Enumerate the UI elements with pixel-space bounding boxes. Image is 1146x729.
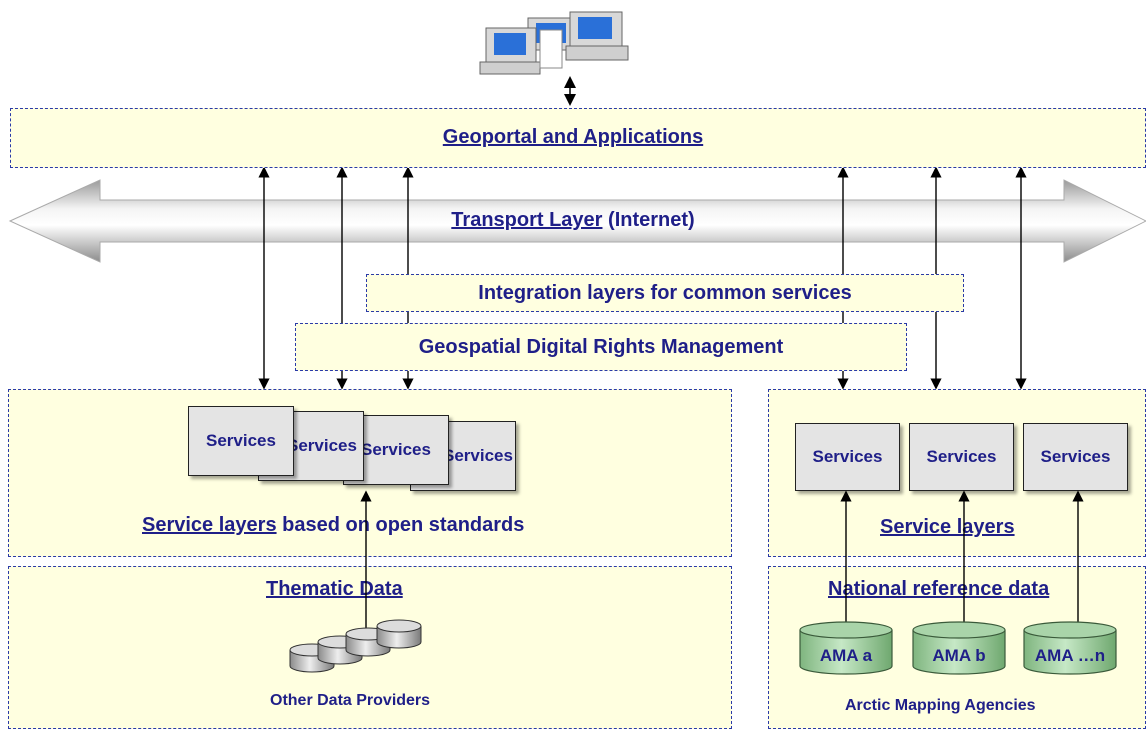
arctic-mapping-agencies-label: Arctic Mapping Agencies [845, 697, 1036, 714]
integration-box [366, 274, 964, 312]
left-service-layers-label: Service layers based on open standards [142, 514, 524, 537]
transport-layer-suffix: (Internet) [608, 209, 695, 231]
transport-arrow [8, 179, 1146, 263]
ama-n-label: AMA …n [1034, 646, 1106, 665]
other-data-providers-label: Other Data Providers [270, 692, 431, 709]
transport-layer-link[interactable]: Transport Layer [451, 209, 603, 231]
service-layers-link[interactable]: Service layers [142, 514, 277, 536]
services-box-right-2[interactable]: Services [909, 423, 1014, 491]
drm-box [295, 323, 907, 371]
services-box-1[interactable]: Services [188, 406, 294, 476]
ama-b-label: AMA b [932, 646, 986, 665]
services-box-right-3[interactable]: Services [1023, 423, 1128, 491]
service-layers-rest: based on open standards [282, 514, 525, 536]
drm-label: Geospatial Digital Rights Management [418, 336, 784, 358]
integration-label: Integration layers for common services [478, 282, 852, 304]
computers-icon [479, 11, 629, 75]
transport-layer-label: Transport Layer (Internet) [0, 209, 1146, 232]
national-reference-label[interactable]: National reference data [828, 578, 1050, 600]
geoportal-box [10, 108, 1146, 168]
services-box-right-1[interactable]: Services [795, 423, 900, 491]
geoportal-label[interactable]: Geoportal and Applications [442, 126, 704, 148]
ama-a-label: AMA a [819, 646, 873, 665]
thematic-data-label[interactable]: Thematic Data [266, 578, 403, 600]
right-service-layers-label[interactable]: Service layers [880, 516, 1015, 538]
